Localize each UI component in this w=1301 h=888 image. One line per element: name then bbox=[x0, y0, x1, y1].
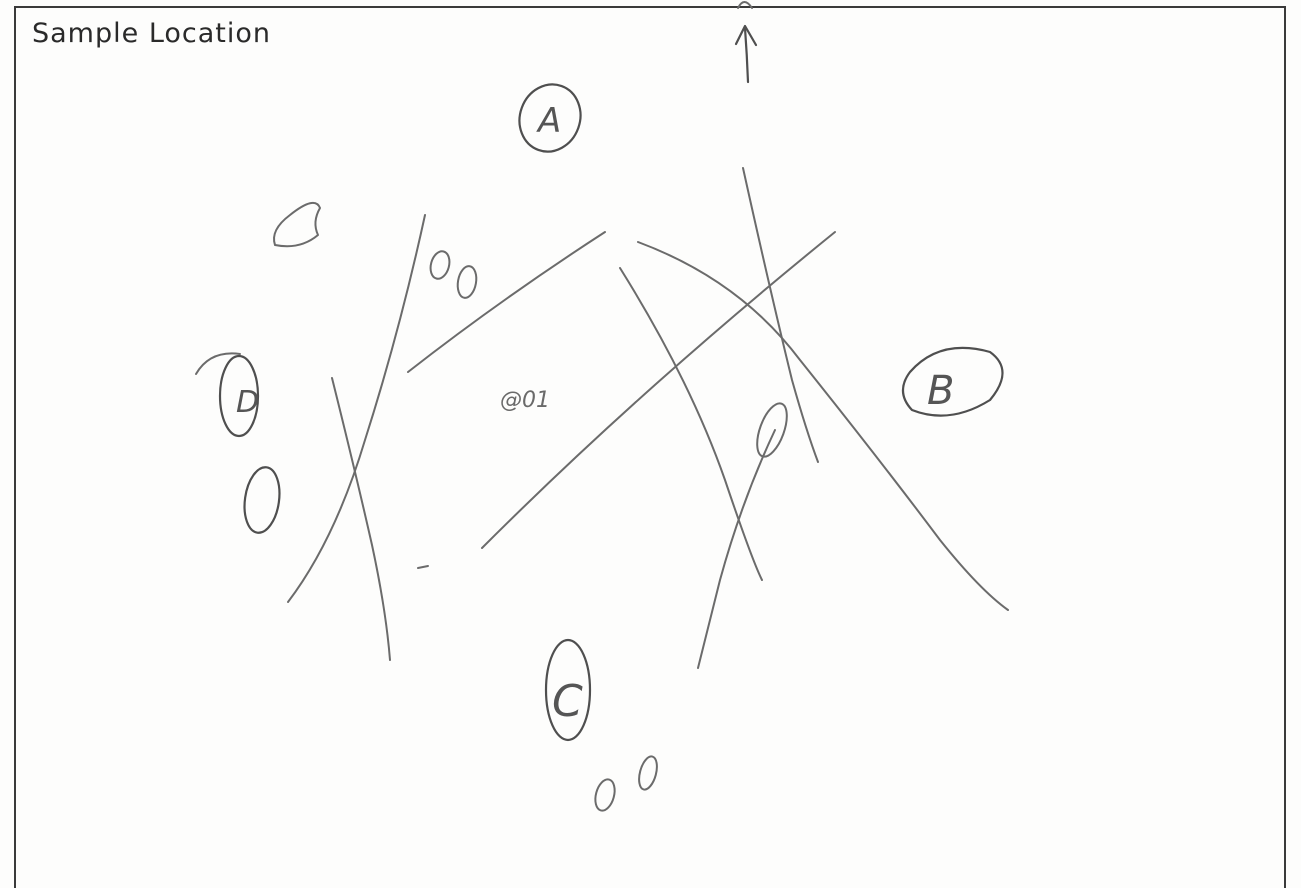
line-right-vertical bbox=[743, 168, 818, 462]
north-arrow bbox=[736, 2, 756, 82]
oval-left-lower bbox=[241, 465, 284, 535]
line-centre-curve bbox=[620, 268, 762, 580]
sample-c: C bbox=[546, 640, 590, 740]
label-b: B bbox=[927, 368, 954, 414]
top-left-loop bbox=[274, 203, 320, 246]
north-arrow-shaft bbox=[745, 28, 748, 82]
bottom-pair-left bbox=[592, 777, 618, 813]
line-lower-right bbox=[698, 430, 775, 668]
label-c: C bbox=[552, 676, 583, 727]
sample-b: B bbox=[903, 348, 1003, 416]
line-left-long bbox=[332, 378, 390, 660]
pencil-lines bbox=[288, 168, 1008, 668]
sample-marks bbox=[241, 203, 793, 813]
label-d: D bbox=[236, 385, 259, 420]
line-left-vertical bbox=[288, 215, 425, 602]
oval-right-middle bbox=[751, 400, 793, 461]
pair-loop-right bbox=[455, 265, 478, 300]
small-dash bbox=[418, 566, 428, 568]
center-scribble: @01 bbox=[500, 388, 550, 413]
bottom-pair-right bbox=[636, 755, 660, 792]
label-a: A bbox=[536, 101, 561, 141]
north-letter-stroke bbox=[738, 2, 752, 8]
sample-a: A bbox=[510, 76, 590, 160]
pair-loop-left bbox=[428, 249, 453, 281]
sample-d: D bbox=[196, 353, 259, 436]
line-right-arc bbox=[638, 242, 1008, 610]
